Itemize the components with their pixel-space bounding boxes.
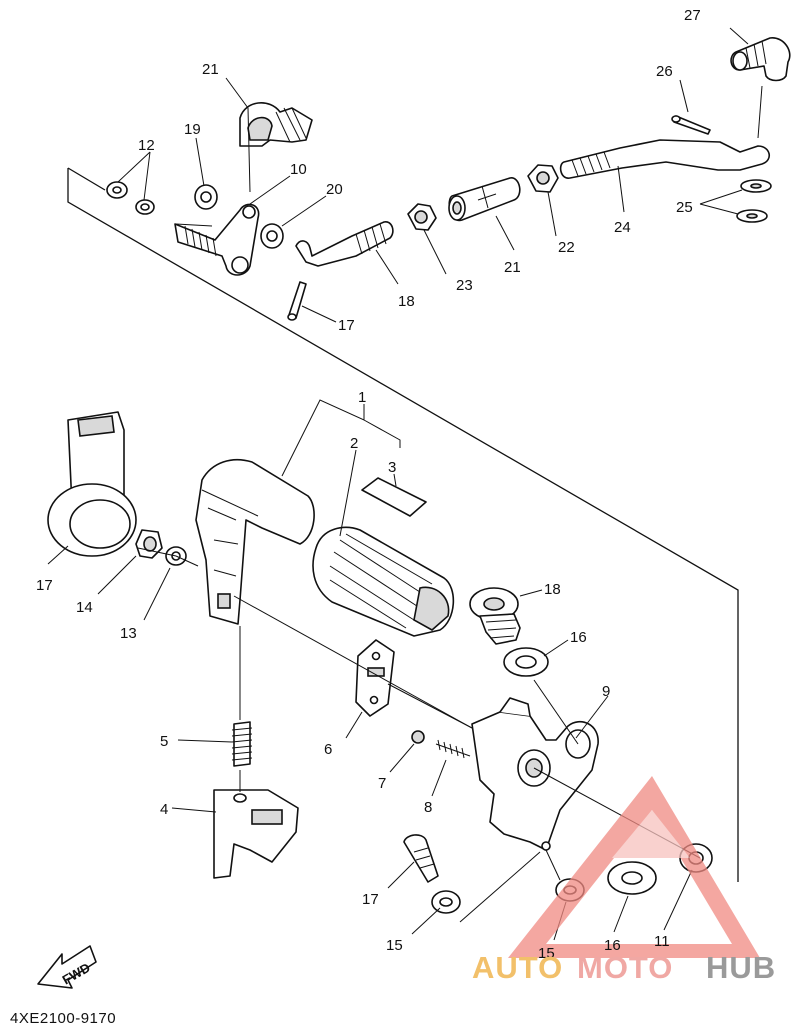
callout-9: 9 xyxy=(602,683,610,700)
watermark-hub: HUB xyxy=(706,950,776,985)
callout-30: 27 xyxy=(684,7,701,24)
callout-1: 1 xyxy=(358,389,366,406)
part-17-guide xyxy=(47,411,137,557)
part-22-cotter-pin xyxy=(287,281,307,321)
callout-15-left: 15 xyxy=(386,937,403,954)
part-16-washer-upper xyxy=(503,647,549,677)
callout-3: 3 xyxy=(388,459,396,476)
part-4-stopper xyxy=(213,789,299,879)
callout-4: 4 xyxy=(160,801,168,818)
watermark-auto: AUTO xyxy=(472,950,563,985)
part-12-washers xyxy=(106,181,155,215)
part-23-boot xyxy=(239,102,313,147)
callout-26: 23 xyxy=(456,277,473,294)
part-30-boot xyxy=(730,37,791,82)
callout-10: 10 xyxy=(290,161,307,178)
leader-lines xyxy=(47,27,749,941)
part-28-washers xyxy=(736,179,772,223)
callout-23: 21 xyxy=(202,61,219,78)
callout-16-lower: 16 xyxy=(604,937,621,954)
part-21-washer-top xyxy=(194,184,218,210)
group-outline xyxy=(67,167,739,882)
watermark-text: AUTO MOTO HUB xyxy=(472,950,776,985)
callout-21: 20 xyxy=(326,181,343,198)
callout-27: 24 xyxy=(614,219,631,236)
part-9-bracket xyxy=(471,697,599,851)
callout-16-upper: 16 xyxy=(570,629,587,646)
callout-7: 7 xyxy=(378,775,386,792)
part-5-spring xyxy=(231,721,253,767)
part-25-nut xyxy=(527,164,559,193)
part-24-joint xyxy=(448,177,521,222)
part-1-lever-handle xyxy=(195,458,315,625)
assembly-lines xyxy=(137,85,763,923)
part-16-washer-lower xyxy=(607,861,657,895)
callout-14: 14 xyxy=(76,599,93,616)
part-26-nut xyxy=(407,203,437,231)
part-3-label xyxy=(361,477,427,517)
part-2-grip xyxy=(312,526,455,637)
callout-21-top: 19 xyxy=(184,121,201,138)
part-21-washer-lower xyxy=(260,223,284,249)
watermark-logo xyxy=(508,776,760,958)
callout-13: 13 xyxy=(120,625,137,642)
part-20-rod xyxy=(295,221,394,267)
part-29-cotter-pin xyxy=(671,115,711,135)
callout-2: 2 xyxy=(350,435,358,452)
callout-22: 17 xyxy=(338,317,355,334)
callout-12: 12 xyxy=(138,137,155,154)
part-10-lever xyxy=(174,203,260,276)
part-27-shift-rod xyxy=(559,139,770,179)
reference-code: 4XE2100-9170 xyxy=(10,1010,117,1027)
callout-6: 6 xyxy=(324,741,332,758)
callout-11: 11 xyxy=(654,933,670,950)
callout-24: 21 xyxy=(504,259,521,276)
callout-5: 5 xyxy=(160,733,168,750)
part-19-bolt xyxy=(403,834,439,883)
callout-25: 22 xyxy=(558,239,575,256)
callouts: 27 26 21 12 19 10 20 24 25 22 21 23 18 1… xyxy=(36,7,701,962)
callout-8: 8 xyxy=(424,799,432,816)
callout-15-right: 15 xyxy=(538,945,555,962)
callout-20: 18 xyxy=(398,293,415,310)
part-6-plate xyxy=(355,639,395,717)
callout-18: 18 xyxy=(544,581,561,598)
part-15-washer-left xyxy=(431,890,461,914)
fwd-arrow: FWD xyxy=(37,945,97,989)
watermark-moto: MOTO xyxy=(577,950,673,985)
part-14-bushing xyxy=(135,529,163,559)
callout-28: 25 xyxy=(676,199,693,216)
callout-19: 17 xyxy=(362,891,379,908)
callout-17: 17 xyxy=(36,577,53,594)
callout-29: 26 xyxy=(656,63,673,80)
part-18-bolt xyxy=(469,587,521,645)
part-8-spring xyxy=(435,739,471,759)
part-7-ball xyxy=(411,730,425,744)
